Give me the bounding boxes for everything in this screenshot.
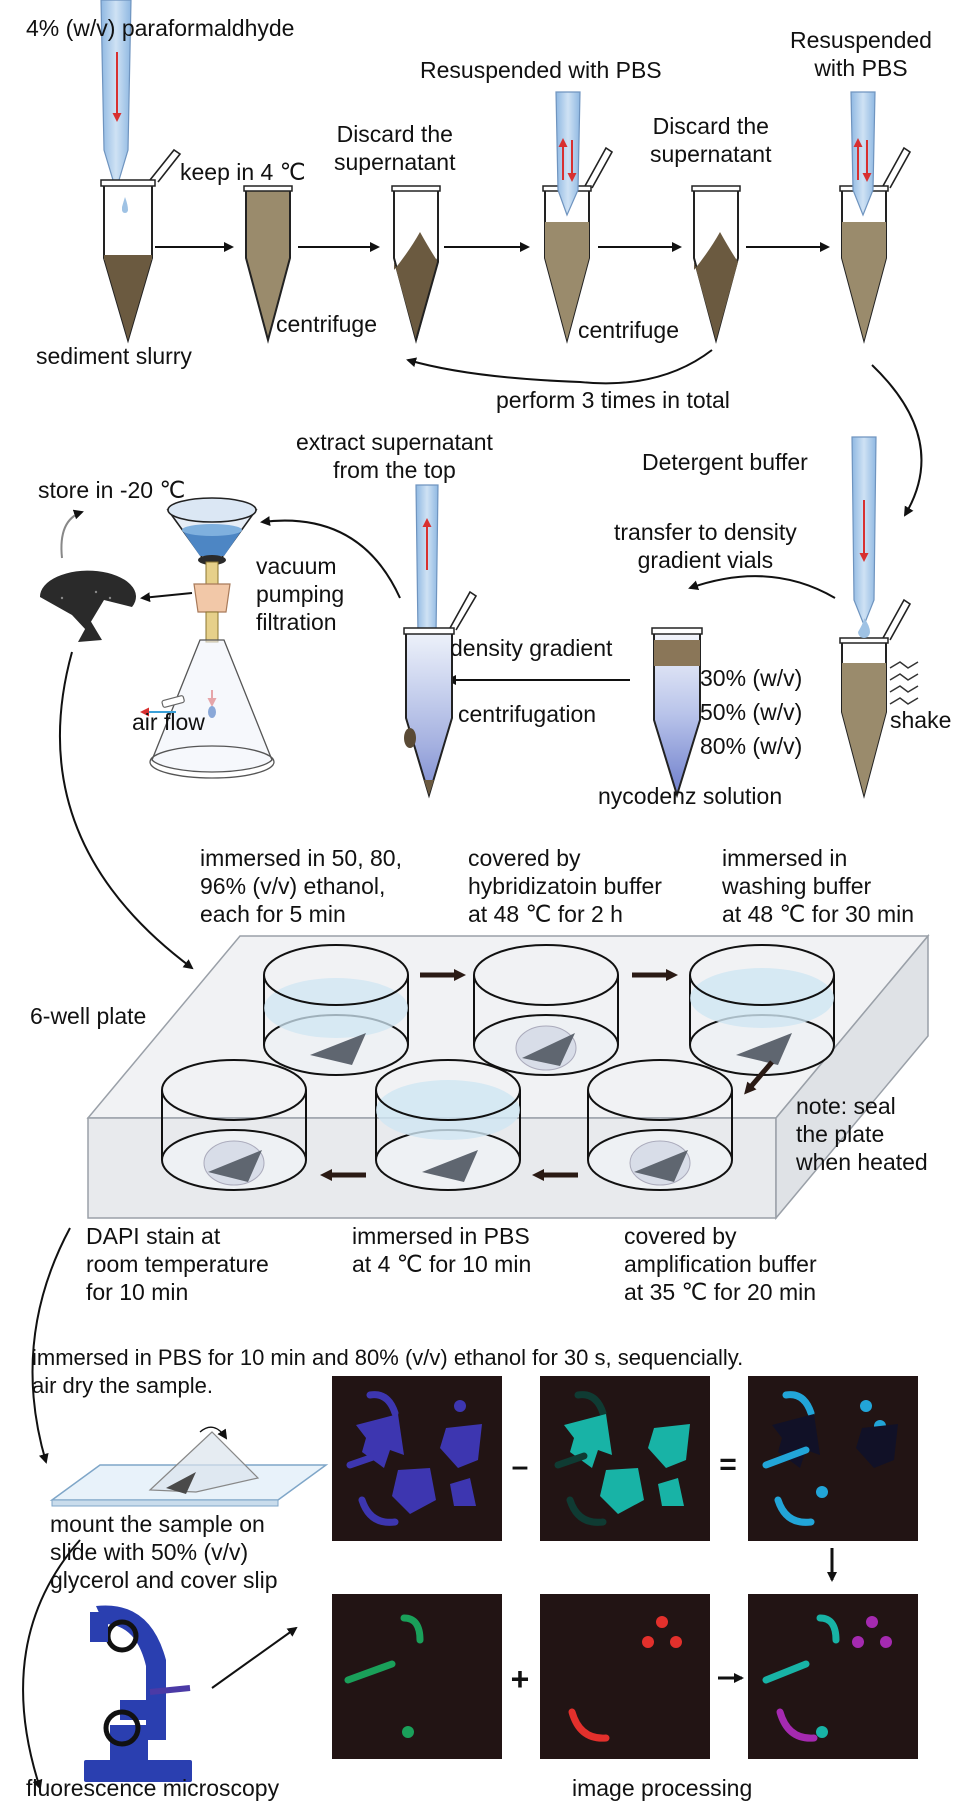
label-conc-50: 50% (w/v) xyxy=(700,699,803,725)
label-six-well: 6-well plate xyxy=(30,1003,147,1029)
label-sediment-slurry: sediment slurry xyxy=(36,343,192,369)
curve-arrow-to-plate xyxy=(59,651,194,970)
shake-icon xyxy=(889,661,919,705)
operator-plus: + xyxy=(511,1661,530,1697)
well-back-2 xyxy=(473,944,619,1076)
tube-2-icon xyxy=(243,185,293,344)
filter-membrane-icon xyxy=(39,570,136,642)
filter-to-membrane-arrow xyxy=(140,592,193,603)
operator-equals: = xyxy=(719,1448,737,1481)
label-discard-1: Discard the supernatant xyxy=(334,121,456,175)
label-centrifugation: centrifugation xyxy=(458,701,597,727)
label-note-seal: note: seal the plate when heated xyxy=(796,1093,928,1175)
panel-cyan xyxy=(540,1376,710,1541)
pipette-icon xyxy=(100,0,132,193)
panel-green xyxy=(332,1594,502,1759)
tube-4-icon xyxy=(542,91,614,344)
label-discard-2: Discard the supernatant xyxy=(650,113,772,167)
label-transfer: transfer to density gradient vials xyxy=(614,519,797,573)
panel-dapi xyxy=(332,1376,502,1541)
label-paraformaldehyde: 4% (w/v) paraformaldhyde xyxy=(26,15,295,41)
label-extract: extract supernatant from the top xyxy=(296,429,493,483)
repeat-arrow xyxy=(406,349,713,385)
label-shake: shake xyxy=(890,707,952,733)
panel-subtracted xyxy=(748,1376,918,1541)
filtration-apparatus-icon xyxy=(140,497,275,779)
well-back-1 xyxy=(263,944,409,1076)
label-ethanol-series: immersed in 50, 80, 96% (v/v) ethanol, e… xyxy=(200,845,402,927)
store-arrow xyxy=(60,509,84,559)
microscope-icon xyxy=(84,1605,192,1782)
label-centrifuge-1: centrifuge xyxy=(276,311,378,337)
label-centrifuge-2: centrifuge xyxy=(578,317,680,343)
extract-tube-icon xyxy=(403,484,478,799)
label-keep-4c: keep in 4 ℃ xyxy=(180,159,306,185)
label-pbs-4c: immersed in PBS at 4 ℃ for 10 min xyxy=(352,1223,532,1277)
label-air-flow: air flow xyxy=(132,709,205,735)
label-repeat: perform 3 times in total xyxy=(496,387,730,413)
label-image-processing: image processing xyxy=(572,1775,753,1801)
well-back-3 xyxy=(689,944,835,1076)
tube-3-icon xyxy=(391,185,441,344)
label-dapi: DAPI stain at room temperature for 10 mi… xyxy=(86,1223,269,1305)
curve-arrow-to-microscope xyxy=(22,1539,81,1790)
slide-icon xyxy=(49,1426,329,1507)
gradient-vial-icon xyxy=(651,627,703,799)
label-nycodenz: nycodenz solution xyxy=(598,783,783,809)
panel-merged xyxy=(748,1594,918,1759)
tube-6-icon xyxy=(839,91,912,344)
plate-arrow-3 xyxy=(744,1060,774,1095)
label-vacuum: vacuum pumping filtration xyxy=(256,553,345,635)
label-amplification: covered by amplification buffer at 35 ℃ … xyxy=(624,1223,817,1305)
label-resuspend-2: Resuspended with PBS xyxy=(790,27,932,81)
label-store: store in -20 ℃ xyxy=(38,477,186,503)
tube-1-icon xyxy=(100,148,182,344)
label-density-gradient: density gradient xyxy=(450,635,613,661)
label-mount: mount the sample on slide with 50% (v/v)… xyxy=(50,1511,278,1593)
operator-minus: – xyxy=(512,1450,529,1483)
label-hybridization: covered by hybridizatoin buffer at 48 ℃ … xyxy=(468,845,662,927)
curve-arrow-detergent xyxy=(871,364,923,517)
microscope-to-panels-arrow xyxy=(211,1626,298,1689)
label-microscopy: fluorescence microscopy xyxy=(26,1775,280,1801)
well-front-1 xyxy=(161,1059,307,1191)
label-conc-80: 80% (w/v) xyxy=(700,733,803,759)
detergent-tube-icon xyxy=(839,436,912,799)
label-washing: immersed in washing buffer at 48 ℃ for 3… xyxy=(722,845,915,927)
well-front-2 xyxy=(375,1059,521,1191)
transfer-arrow xyxy=(688,575,836,599)
label-detergent: Detergent buffer xyxy=(642,449,808,475)
label-final-wash: immersed in PBS for 10 min and 80% (v/v)… xyxy=(32,1345,744,1398)
curve-arrow-to-slide xyxy=(31,1227,71,1464)
label-resuspend-1: Resuspended with PBS xyxy=(420,57,662,83)
tube-5-icon xyxy=(691,185,741,344)
well-front-3 xyxy=(587,1059,733,1191)
vacuum-arrow xyxy=(260,516,401,599)
label-conc-30: 30% (w/v) xyxy=(700,665,803,691)
panel-red xyxy=(540,1594,710,1759)
